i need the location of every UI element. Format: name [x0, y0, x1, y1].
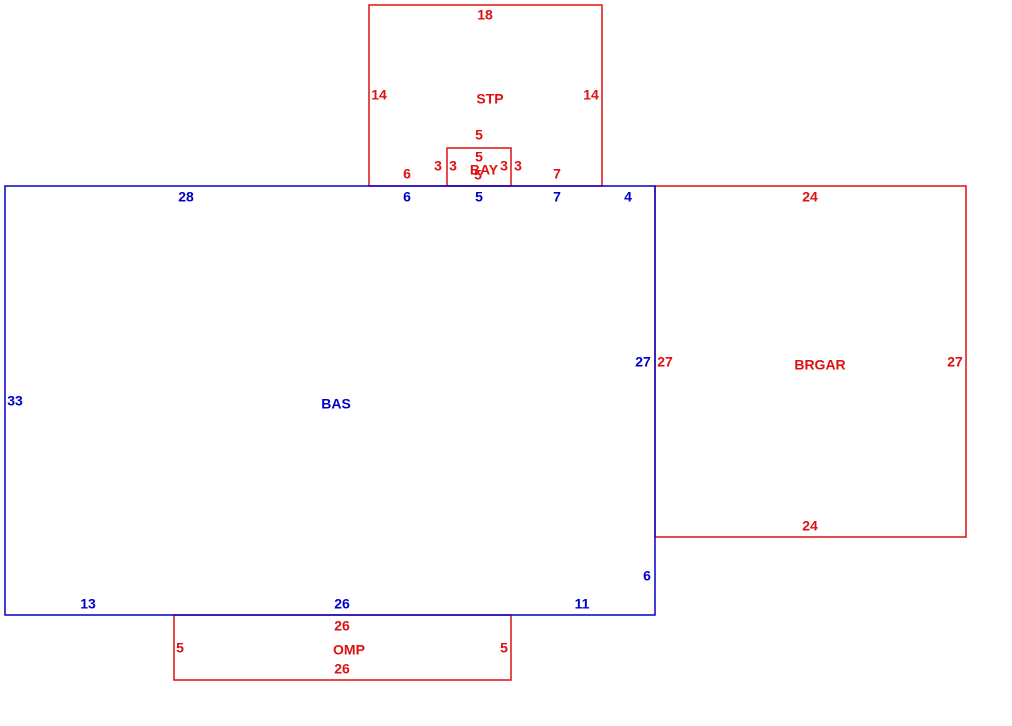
bas-dim-top-left: 28 — [178, 189, 194, 205]
bas-label: BAS — [321, 396, 351, 412]
bay-dim-top-outer: 5 — [475, 127, 483, 143]
bas-dim-left: 33 — [7, 393, 23, 409]
omp-dim-right: 5 — [500, 640, 508, 656]
bay-dim-inner-mid: 5 — [474, 167, 482, 183]
omp-dim-top: 26 — [334, 618, 350, 634]
brgar-label: BRGAR — [794, 357, 845, 373]
stp-dim-bottom-left: 6 — [403, 166, 411, 182]
bay-dim-right-outer: 3 — [514, 158, 522, 174]
omp-dim-left: 5 — [176, 640, 184, 656]
bas-dim-top-b: 5 — [475, 189, 483, 205]
bay-dim-right-inner: 3 — [500, 158, 508, 174]
bas-dim-bottom-mid: 26 — [334, 596, 350, 612]
bay-dim-top-inner: 5 — [475, 149, 483, 165]
stp-dim-top: 18 — [477, 7, 493, 23]
omp-dim-bottom: 26 — [334, 661, 350, 677]
stp-dim-left: 14 — [371, 87, 387, 103]
bay-dim-left-inner: 3 — [449, 158, 457, 174]
bay-dim-left-outer: 3 — [434, 158, 442, 174]
brgar-dim-bottom: 24 — [802, 518, 818, 534]
brgar-dim-top: 24 — [802, 189, 818, 205]
stp-label: STP — [476, 91, 503, 107]
omp-label: OMP — [333, 642, 365, 658]
bas-dim-top-c: 7 — [553, 189, 561, 205]
stp-dim-right: 14 — [583, 87, 599, 103]
brgar-dim-right: 27 — [947, 354, 963, 370]
bas-dim-right-upper: 27 — [635, 354, 651, 370]
brgar-dim-left: 27 — [657, 354, 673, 370]
bas-dim-right-lower: 6 — [643, 568, 651, 584]
bas-dim-bottom-right: 11 — [575, 596, 590, 612]
bas-dim-top-a: 6 — [403, 189, 411, 205]
bas-dim-top-right: 4 — [624, 189, 632, 205]
bay-label: BAY — [470, 162, 499, 178]
bas-outline — [4, 185, 656, 616]
bas-dim-bottom-left: 13 — [80, 596, 96, 612]
stp-dim-bottom-right: 7 — [553, 166, 561, 182]
